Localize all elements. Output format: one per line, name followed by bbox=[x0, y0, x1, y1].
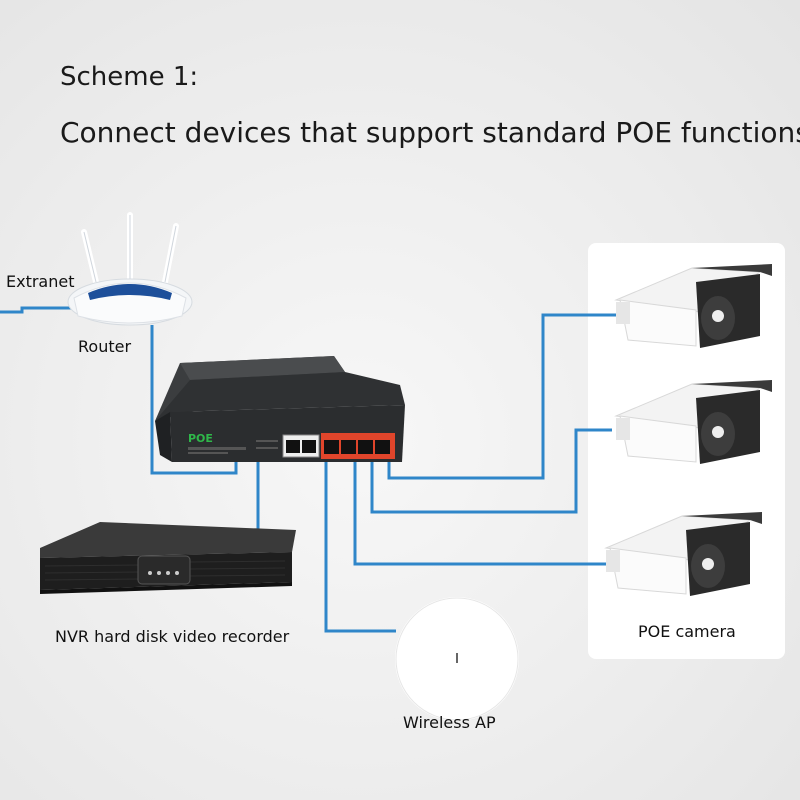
cable-switch-camera3 bbox=[353, 462, 606, 566]
poe-switch: POE bbox=[155, 356, 405, 462]
cable-extranet bbox=[0, 306, 76, 314]
extranet-label: Extranet bbox=[6, 272, 75, 291]
wireless-ap-device bbox=[395, 597, 519, 721]
cables bbox=[0, 306, 616, 633]
router-device bbox=[67, 212, 193, 326]
poe-ports bbox=[321, 433, 395, 459]
poe-camera-1 bbox=[614, 264, 772, 348]
cable-switch-camera2 bbox=[370, 428, 612, 514]
switch-brand-label: POE bbox=[188, 432, 213, 445]
nvr-label: NVR hard disk video recorder bbox=[55, 627, 290, 646]
poe-camera-label: POE camera bbox=[638, 622, 736, 641]
nvr-device bbox=[40, 522, 296, 594]
cable-switch-ap bbox=[324, 462, 396, 633]
scheme-subtitle: Connect devices that support standard PO… bbox=[60, 116, 800, 149]
cable-router-switch bbox=[150, 325, 238, 475]
poe-camera-3 bbox=[604, 512, 762, 596]
scheme-title: Scheme 1: bbox=[60, 62, 199, 92]
uplink-ports bbox=[282, 434, 320, 458]
wireless-ap-label: Wireless AP bbox=[403, 713, 496, 732]
cable-switch-camera1 bbox=[387, 313, 616, 480]
router-label: Router bbox=[78, 337, 132, 356]
poe-camera-2 bbox=[614, 380, 772, 464]
